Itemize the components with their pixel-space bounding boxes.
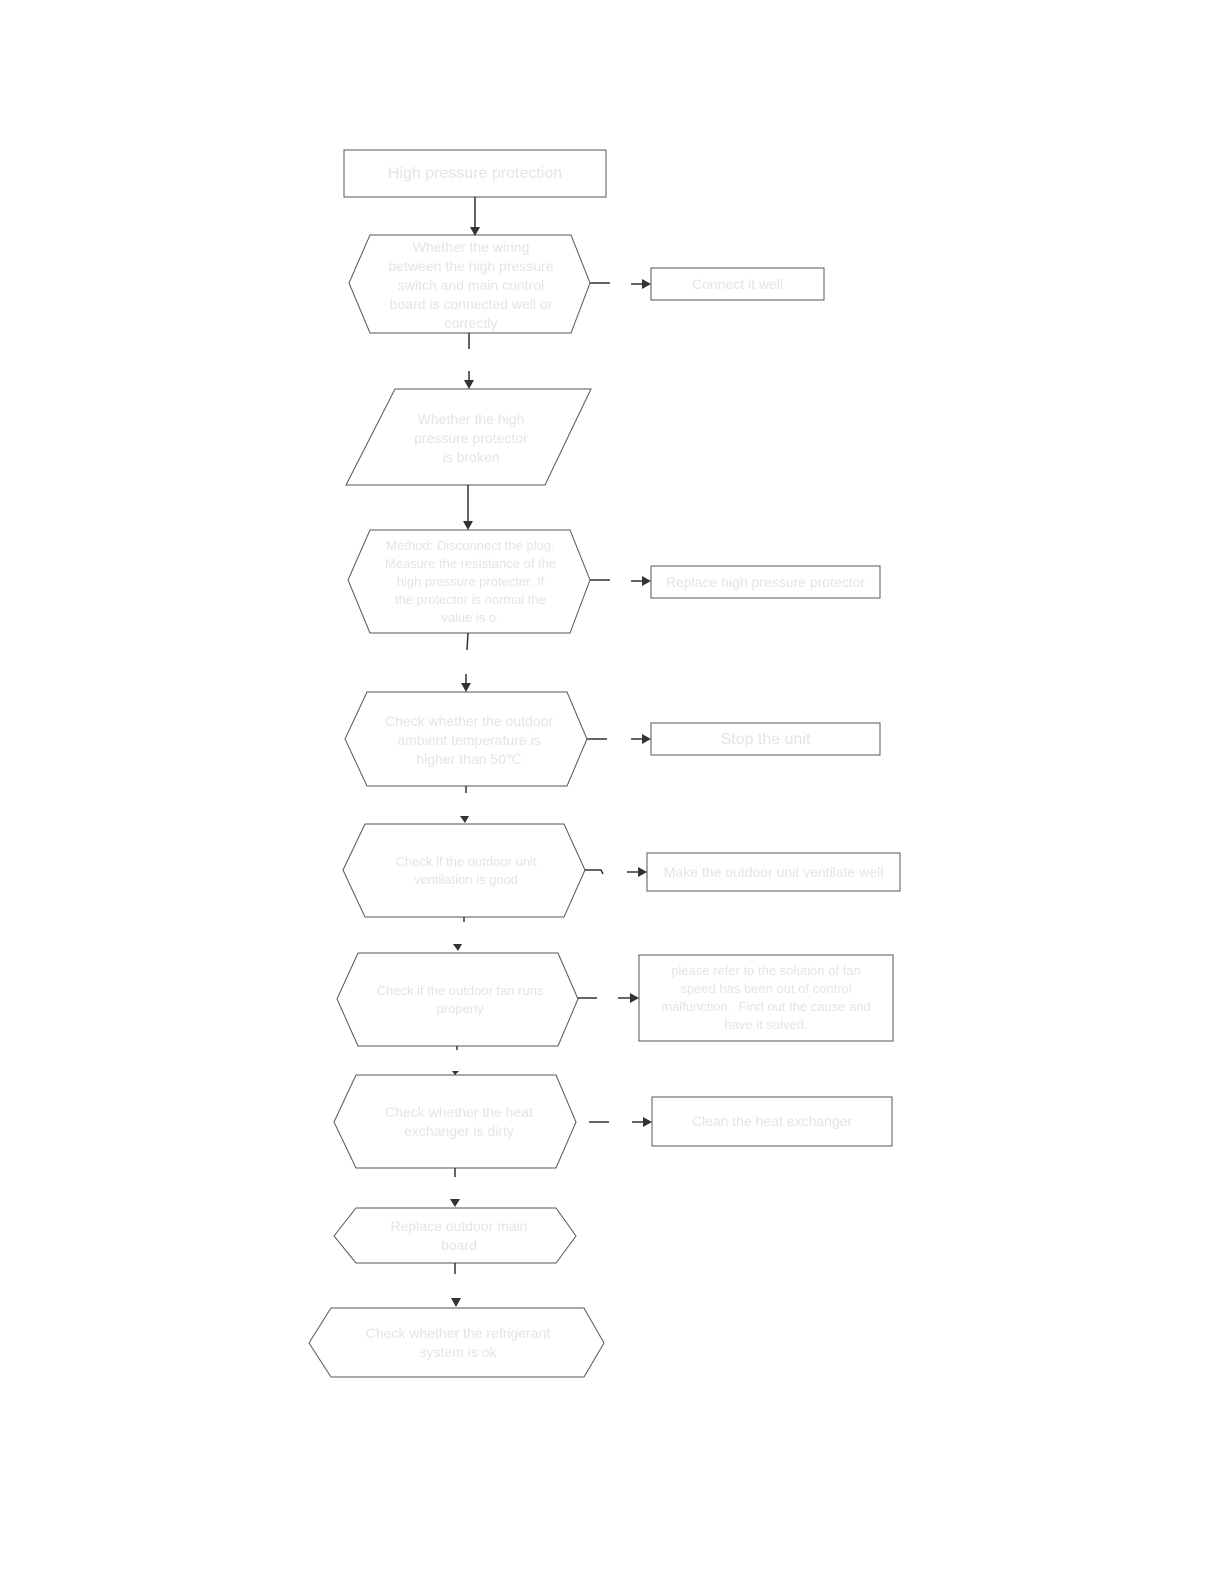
step-heat-exchanger-shape [333, 1074, 577, 1169]
step-ventilation-shape [342, 823, 586, 918]
action-clean-exchanger-box [651, 1096, 893, 1147]
action-connect-box [650, 267, 825, 301]
step-replace-board-shape [333, 1207, 577, 1264]
horizontal-connectors [578, 279, 652, 1127]
step-measure-resistance-shape [347, 529, 591, 634]
step-protector-broken-shape [345, 388, 592, 486]
step-fan-runs-shape [336, 952, 579, 1047]
start-box [343, 149, 607, 198]
step-ambient-temp-shape [344, 691, 588, 787]
step-wiring-check-shape [348, 234, 591, 334]
action-fan-solution-box [638, 954, 894, 1042]
action-ventilate-box [646, 852, 901, 892]
action-replace-protector-box [650, 565, 881, 599]
step-refrigerant-shape [308, 1307, 605, 1378]
vertical-connectors [450, 197, 480, 1307]
action-stop-unit-box [650, 722, 881, 756]
